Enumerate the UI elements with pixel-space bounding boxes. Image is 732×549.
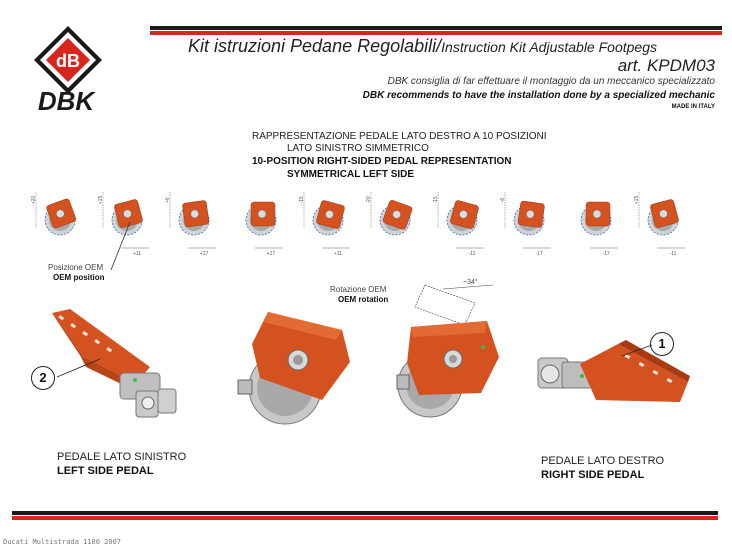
note-italian: DBK consiglia di far effettuare il monta… xyxy=(387,76,715,87)
position-diagram-2: +15 +11 xyxy=(98,192,149,257)
made-in-italy: MADE IN ITALY xyxy=(671,104,715,110)
position-7-horizontal-offset: -11 xyxy=(469,251,476,257)
left-pedal-label-en: LEFT SIDE PEDAL xyxy=(57,465,154,477)
article-number: art. KPDM03 xyxy=(617,56,715,75)
oem-rotation-label-it: Rotazione OEM xyxy=(330,285,387,294)
right-pedal-label-en: RIGHT SIDE PEDAL xyxy=(541,469,645,481)
position-4-horizontal-offset: +17 xyxy=(267,251,276,257)
position-diagram-1: +20 xyxy=(31,192,76,236)
position-10-horizontal-offset: -11 xyxy=(670,251,677,257)
note-english: DBK recommends to have the installation … xyxy=(362,90,715,101)
left-pedal-number-badge: 2 xyxy=(31,366,55,390)
position-9-horizontal-offset: -17 xyxy=(602,251,609,257)
logo-emblem: dB xyxy=(56,51,80,71)
position-8-horizontal-offset: -17 xyxy=(535,251,542,257)
representation-line1: RAPPRESENTAZIONE PEDALE LATO DESTRO A 10… xyxy=(252,131,547,142)
dbk-logo: dB DBK xyxy=(18,22,118,118)
position-1-vertical-offset: +20 xyxy=(31,196,37,205)
position-3-vertical-offset: +6 xyxy=(165,197,171,203)
position-diagram-6: -20 xyxy=(366,192,413,236)
left-pedal-illustration xyxy=(52,309,177,418)
logo-diamond-core xyxy=(46,38,90,82)
position-diagram-3: +6 +17 xyxy=(165,192,216,257)
position-3-horizontal-offset: +17 xyxy=(200,251,209,257)
top-stripe-red xyxy=(150,31,722,35)
position-diagram-8: -6 -17 xyxy=(500,192,551,257)
right-pedal-label-it: PEDALE LATO DESTRO xyxy=(541,455,665,467)
rotation-angle-label: ~34° xyxy=(463,279,478,286)
position-diagram-10: +15 -11 xyxy=(634,192,685,257)
positions-row: +20 +15 +11 +6 +17 +17 -15 +11 -20 -15 -11 -6 -17 -17… xyxy=(31,192,685,257)
oem-position-label-it: Posizione OEM xyxy=(48,263,104,272)
oem-position-leader xyxy=(110,221,131,271)
logo-wordmark: DBK xyxy=(38,86,97,116)
title-italian: Kit istruzioni Pedane Regolabili/ xyxy=(188,36,442,56)
top-stripe-black xyxy=(150,26,722,30)
position-diagram-9: -17 xyxy=(580,201,618,257)
right-pedal-leader xyxy=(621,344,653,357)
representation-line2: LATO SINISTRO SIMMETRICO xyxy=(287,143,429,154)
position-7-vertical-offset: -15 xyxy=(433,196,439,203)
representation-line3: 10-POSITION RIGHT-SIDED PEDAL REPRESENTA… xyxy=(252,156,512,167)
position-diagram-7: -15 -11 xyxy=(433,192,484,257)
position-5-vertical-offset: -15 xyxy=(299,196,305,203)
left-pedal-leader xyxy=(56,358,101,378)
left-pedal-label-it: PEDALE LATO SINISTRO xyxy=(57,451,187,463)
bottom-stripe-red xyxy=(12,516,718,520)
position-2-horizontal-offset: +11 xyxy=(133,251,141,257)
position-10-vertical-offset: +15 xyxy=(634,196,640,205)
bottom-stripe-black xyxy=(12,511,718,515)
position-diagram-4: +17 xyxy=(245,201,283,257)
rotated-pedal-illustration xyxy=(396,284,499,418)
position-6-vertical-offset: -20 xyxy=(366,196,372,203)
oem-rotation-label-en: OEM rotation xyxy=(338,295,389,304)
title-english: Instruction Kit Adjustable Footpegs xyxy=(441,39,657,55)
position-diagram-5: -15 +11 xyxy=(299,192,350,257)
position-8-vertical-offset: -6 xyxy=(500,198,506,203)
center-pedal-illustration xyxy=(237,312,350,425)
footer-caption: Ducati Multistrada 1100 2007 xyxy=(3,538,122,546)
right-pedal-number-badge: 1 xyxy=(650,332,674,356)
position-5-horizontal-offset: +11 xyxy=(334,251,342,257)
oem-position-label-en: OEM position xyxy=(53,273,105,282)
position-2-vertical-offset: +15 xyxy=(98,196,104,205)
representation-line4: SYMMETRICAL LEFT SIDE xyxy=(287,169,415,180)
page-title: Kit istruzioni Pedane Regolabili/Instruc… xyxy=(188,36,657,57)
right-pedal-illustration xyxy=(537,340,690,402)
